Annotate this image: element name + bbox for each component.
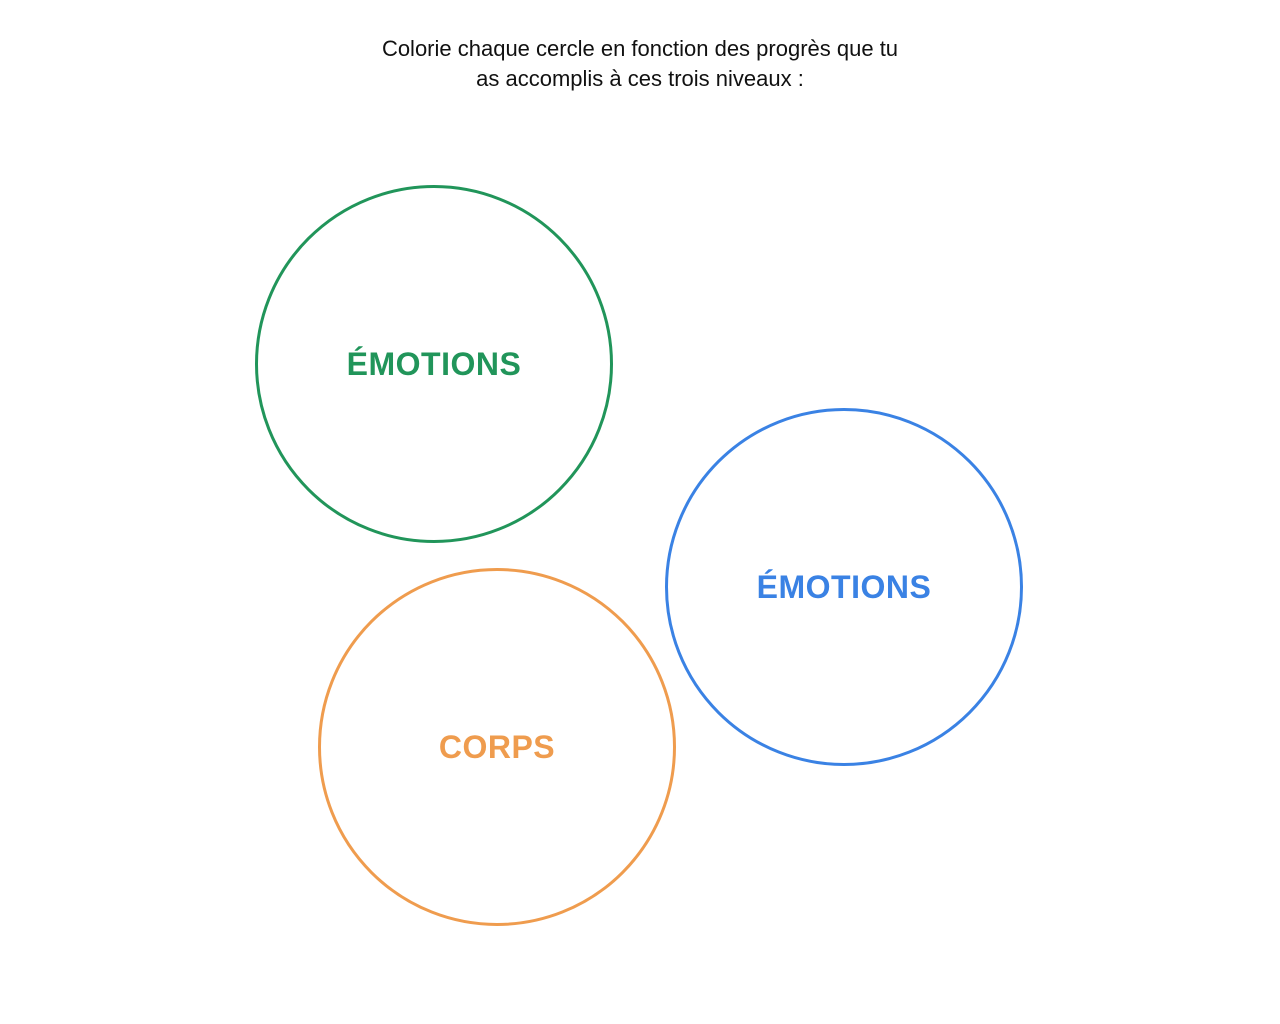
- circle-emotions-blue[interactable]: ÉMOTIONS: [665, 408, 1023, 766]
- circle-corps-orange[interactable]: CORPS: [318, 568, 676, 926]
- circle-label-emotions-green: ÉMOTIONS: [346, 345, 522, 382]
- instruction-text: Colorie chaque cercle en fonction des pr…: [0, 34, 1280, 94]
- instruction-line-2: as accomplis à ces trois niveaux :: [476, 66, 804, 91]
- circle-label-emotions-blue: ÉMOTIONS: [756, 568, 932, 605]
- circle-emotions-green[interactable]: ÉMOTIONS: [255, 185, 613, 543]
- circle-label-corps-orange: CORPS: [438, 728, 556, 765]
- instruction-line-1: Colorie chaque cercle en fonction des pr…: [381, 36, 899, 61]
